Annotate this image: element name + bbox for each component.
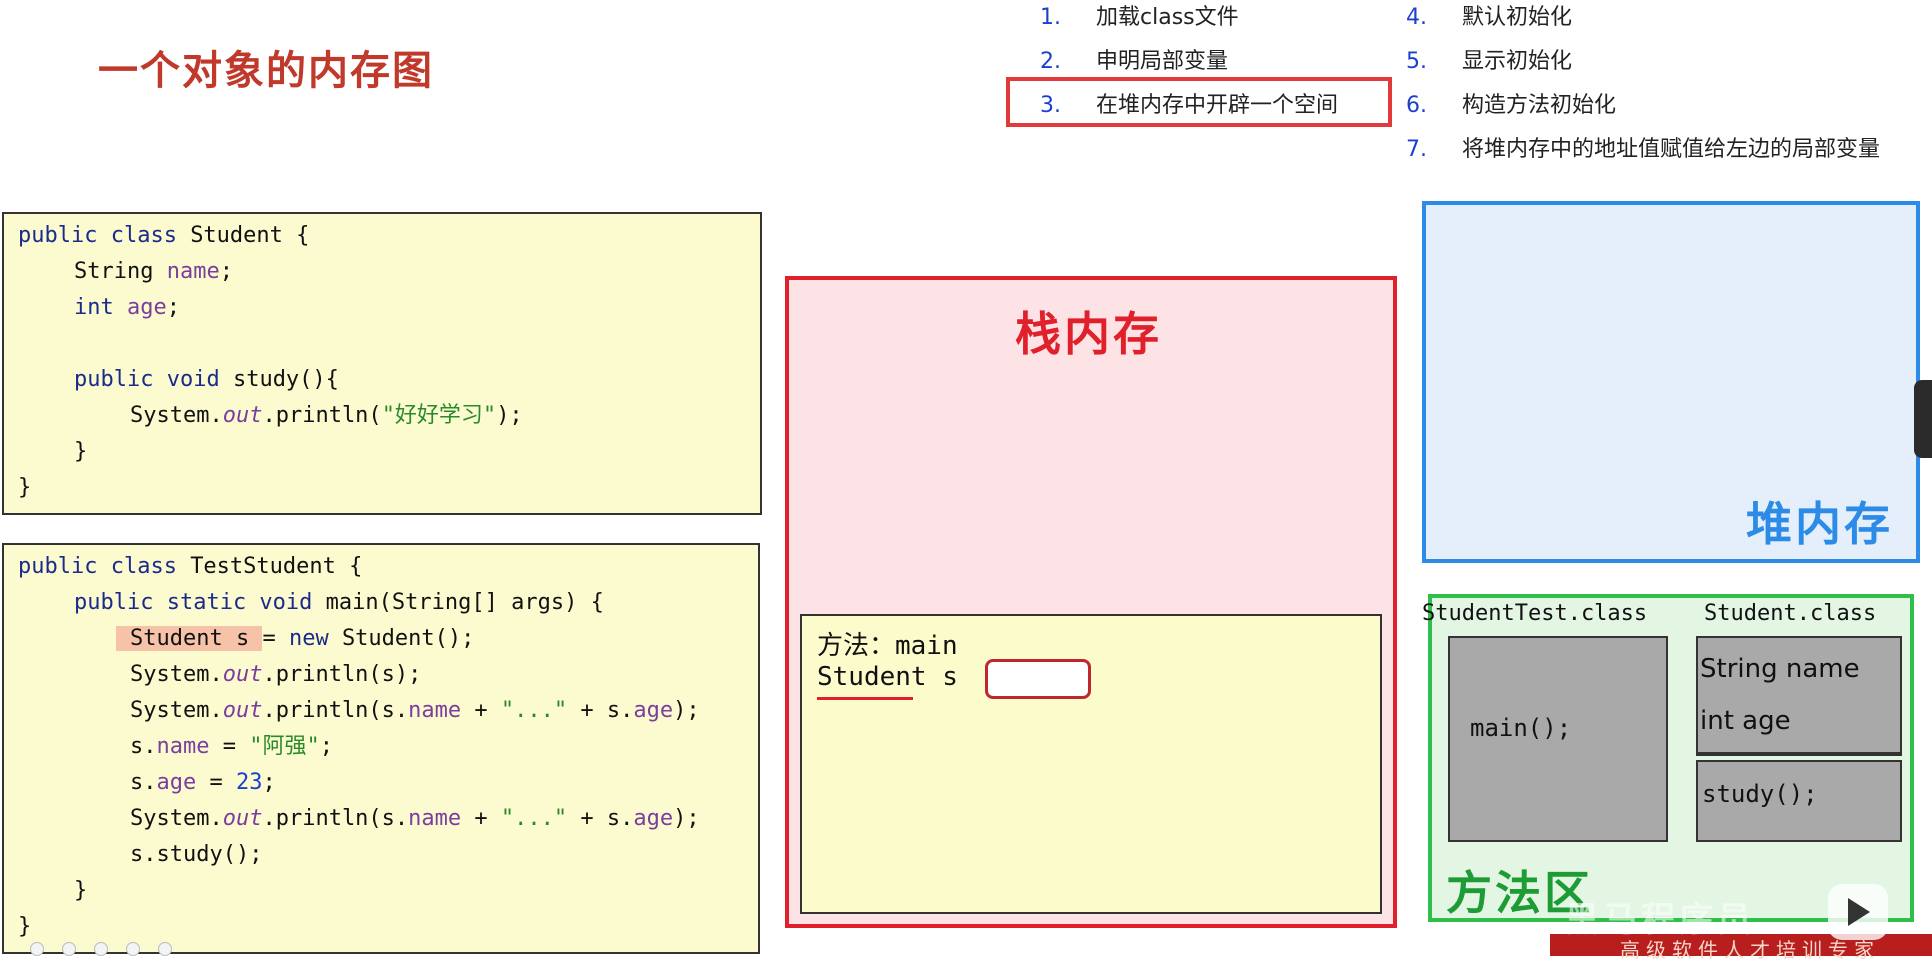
annotation-underline [817, 697, 913, 700]
frame-method-label: 方法：main [817, 631, 958, 661]
student-methods-box [1696, 760, 1902, 842]
step-text: 显示初始化 [1462, 49, 1573, 74]
code-line: public class TestStudent { [18, 554, 363, 579]
step-text: 默认初始化 [1462, 5, 1573, 30]
current-step-highlight [1006, 77, 1392, 127]
variable-value-slot [985, 659, 1091, 699]
code-line: } [18, 914, 32, 939]
code-line: Student s = new Student(); [116, 621, 474, 657]
main-stack-frame [800, 614, 1382, 914]
student-class-code: public class Student { String name; int … [2, 212, 762, 515]
side-panel-toggle[interactable] [1914, 380, 1932, 458]
code-line: } [74, 439, 88, 464]
code-line: public void study(){ [74, 367, 339, 392]
code-line: s.name = "阿强"; [130, 734, 333, 759]
next-slide-button[interactable] [158, 942, 172, 956]
code-line: public static void main(String[] args) { [74, 590, 604, 615]
student-fields-box [1696, 636, 1902, 756]
step-text: 申明局部变量 [1096, 49, 1229, 74]
step-6: 6. 构造方法初始化 [1406, 87, 1616, 119]
code-line: s.age = 23; [130, 770, 276, 795]
step-number: 3. [1040, 93, 1061, 118]
method-area-title: 方法区 [1446, 866, 1593, 920]
step-7: 7. 将堆内存中的地址值赋值给左边的局部变量 [1406, 131, 1880, 163]
step-number: 1. [1040, 5, 1061, 30]
code-line: System.out.println("好好学习"); [130, 403, 523, 428]
step-number: 6. [1406, 93, 1427, 118]
study-method-entry: study(); [1702, 780, 1818, 808]
code-line: s.study(); [130, 842, 263, 867]
stack-memory-title: 栈内存 [1015, 307, 1162, 361]
heap-memory-title: 堆内存 [1746, 497, 1893, 551]
step-4: 4. 默认初始化 [1406, 0, 1572, 31]
code-line: System.out.println(s.name + "..." + s.ag… [130, 806, 700, 831]
zoom-button[interactable] [94, 942, 108, 956]
field-age-entry: int age [1700, 706, 1791, 736]
step-text: 加载class文件 [1096, 5, 1239, 30]
step-number: 5. [1406, 49, 1427, 74]
step-text: 构造方法初始化 [1462, 93, 1617, 118]
step-text: 将堆内存中的地址值赋值给左边的局部变量 [1462, 137, 1881, 162]
step-number: 7. [1406, 137, 1427, 162]
step-text: 在堆内存中开辟一个空间 [1096, 93, 1339, 118]
step-5: 5. 显示初始化 [1406, 43, 1572, 75]
play-icon [1848, 898, 1870, 926]
code-line: } [18, 475, 32, 500]
class-label-studenttest: StudentTest.class [1422, 601, 1648, 626]
class-label-student: Student.class [1704, 601, 1877, 626]
code-line: } [74, 878, 88, 903]
step-1: 1. 加载class文件 [1040, 0, 1239, 31]
field-name-entry: String name [1700, 654, 1860, 684]
slide-controls [0, 942, 200, 956]
menu-button[interactable] [126, 942, 140, 956]
code-line: System.out.println(s); [130, 662, 422, 687]
main-method-entry: main(); [1470, 714, 1572, 742]
step-number: 4. [1406, 5, 1427, 30]
prev-slide-button[interactable] [30, 942, 44, 956]
slide-title: 一个对象的内存图 [98, 48, 434, 94]
code-line: public class Student { [18, 223, 310, 248]
highlighted-declaration: Student s [116, 626, 263, 651]
frame-local-variable: Student s [817, 662, 958, 692]
pen-tool-button[interactable] [62, 942, 76, 956]
studenttest-class-box [1448, 636, 1668, 842]
step-3: 3. 在堆内存中开辟一个空间 [1040, 87, 1338, 119]
footer-band [1550, 934, 1932, 956]
brand-watermark: 黑马程序员 [1565, 900, 1755, 940]
code-line: String name; [74, 259, 233, 284]
code-line: System.out.println(s.name + "..." + s.ag… [130, 698, 700, 723]
step-number: 2. [1040, 49, 1061, 74]
test-student-code: public class TestStudent { public static… [2, 543, 760, 954]
step-2: 2. 申明局部变量 [1040, 43, 1228, 75]
code-line: int age; [74, 295, 180, 320]
